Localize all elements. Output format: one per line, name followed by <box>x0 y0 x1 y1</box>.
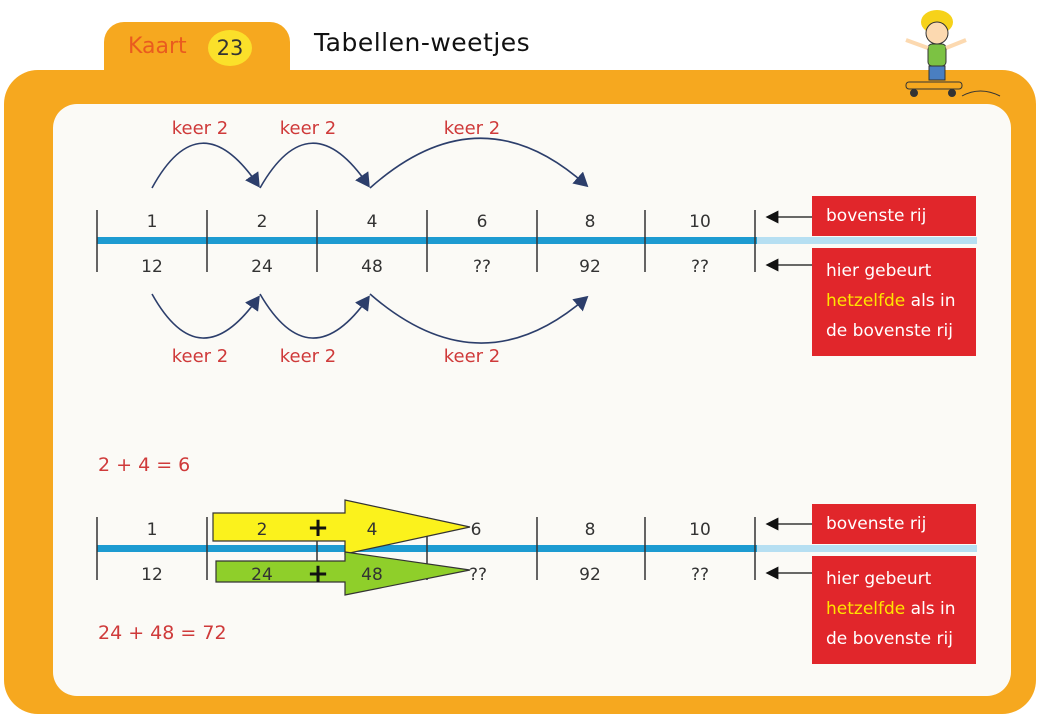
top-value: 8 <box>585 520 596 540</box>
arc-label: keer 2 <box>280 118 337 139</box>
note-text: als in <box>905 291 956 311</box>
note-line: hetzelfde als in <box>826 594 976 624</box>
arc-label: keer 2 <box>172 118 229 139</box>
top-value: 10 <box>689 520 711 540</box>
note-text: als in <box>905 599 956 619</box>
bottom-value: ?? <box>691 257 709 277</box>
note-highlight: hetzelfde <box>826 291 906 311</box>
bottom-value: 92 <box>579 565 601 585</box>
card-label: Kaart <box>128 34 187 59</box>
note-highlight: hetzelfde <box>826 599 906 619</box>
top-number-line <box>96 210 977 272</box>
arc-label: keer 2 <box>280 346 337 367</box>
arc-label: keer 2 <box>444 118 501 139</box>
arc-label: keer 2 <box>444 346 501 367</box>
bottom-row-note: hier gebeurt hetzelfde als in de bovenst… <box>812 556 976 664</box>
bottom-value: ?? <box>469 565 487 585</box>
equation-small: 2 + 4 = 6 <box>98 454 191 476</box>
green-sum-arrow <box>215 551 471 596</box>
bottom-value: 24 <box>251 565 273 585</box>
page-title: Tabellen-weetjes <box>314 28 531 57</box>
top-value: 2 <box>257 520 268 540</box>
top-value: 1 <box>147 520 158 540</box>
card-number-badge: 23 <box>208 30 252 66</box>
note-line: hetzelfde als in <box>826 286 976 316</box>
bottom-top-row-values: 1 2 4 6 8 10 <box>147 520 711 540</box>
top-arcs <box>151 137 589 189</box>
top-row-values: 1 2 4 6 8 10 <box>147 212 711 232</box>
plus-icon: + <box>307 513 329 543</box>
note-line: de bovenste rij <box>826 321 953 341</box>
top-value: 4 <box>367 520 378 540</box>
top-value: 1 <box>147 212 158 232</box>
plus-icon: + <box>307 559 329 589</box>
plus-signs: + + <box>307 513 329 589</box>
top-row-note: bovenste rij <box>812 504 976 544</box>
bottom-value: 12 <box>141 565 163 585</box>
top-arc-labels: keer 2 keer 2 keer 2 <box>172 118 501 139</box>
bottom-value: 92 <box>579 257 601 277</box>
bottom-value: ?? <box>473 257 491 277</box>
top-value: 6 <box>471 520 482 540</box>
skateboard-kid-icon <box>905 10 1001 97</box>
bottom-bottom-row-values: 12 24 48 ?? 92 ?? <box>141 565 709 585</box>
bottom-value: 12 <box>141 257 163 277</box>
bottom-value: 48 <box>361 565 383 585</box>
arc-label: keer 2 <box>172 346 229 367</box>
bottom-row-values: 12 24 48 ?? 92 ?? <box>141 257 709 277</box>
top-value: 8 <box>585 212 596 232</box>
top-value: 6 <box>477 212 488 232</box>
top-value: 10 <box>689 212 711 232</box>
note-line: hier gebeurt <box>826 261 932 281</box>
equation-large: 24 + 48 = 72 <box>98 622 227 644</box>
bottom-arc-labels: keer 2 keer 2 keer 2 <box>172 346 501 367</box>
bottom-value: ?? <box>691 565 709 585</box>
bottom-value: 24 <box>251 257 273 277</box>
note-line: hier gebeurt <box>826 569 932 589</box>
note-line: de bovenste rij <box>826 629 953 649</box>
bottom-row-note: hier gebeurt hetzelfde als in de bovenst… <box>812 248 976 356</box>
top-value: 2 <box>257 212 268 232</box>
bottom-arcs <box>151 293 589 344</box>
top-value: 4 <box>367 212 378 232</box>
yellow-sum-arrow <box>212 499 471 555</box>
bottom-value: 48 <box>361 257 383 277</box>
top-row-note: bovenste rij <box>812 196 976 236</box>
